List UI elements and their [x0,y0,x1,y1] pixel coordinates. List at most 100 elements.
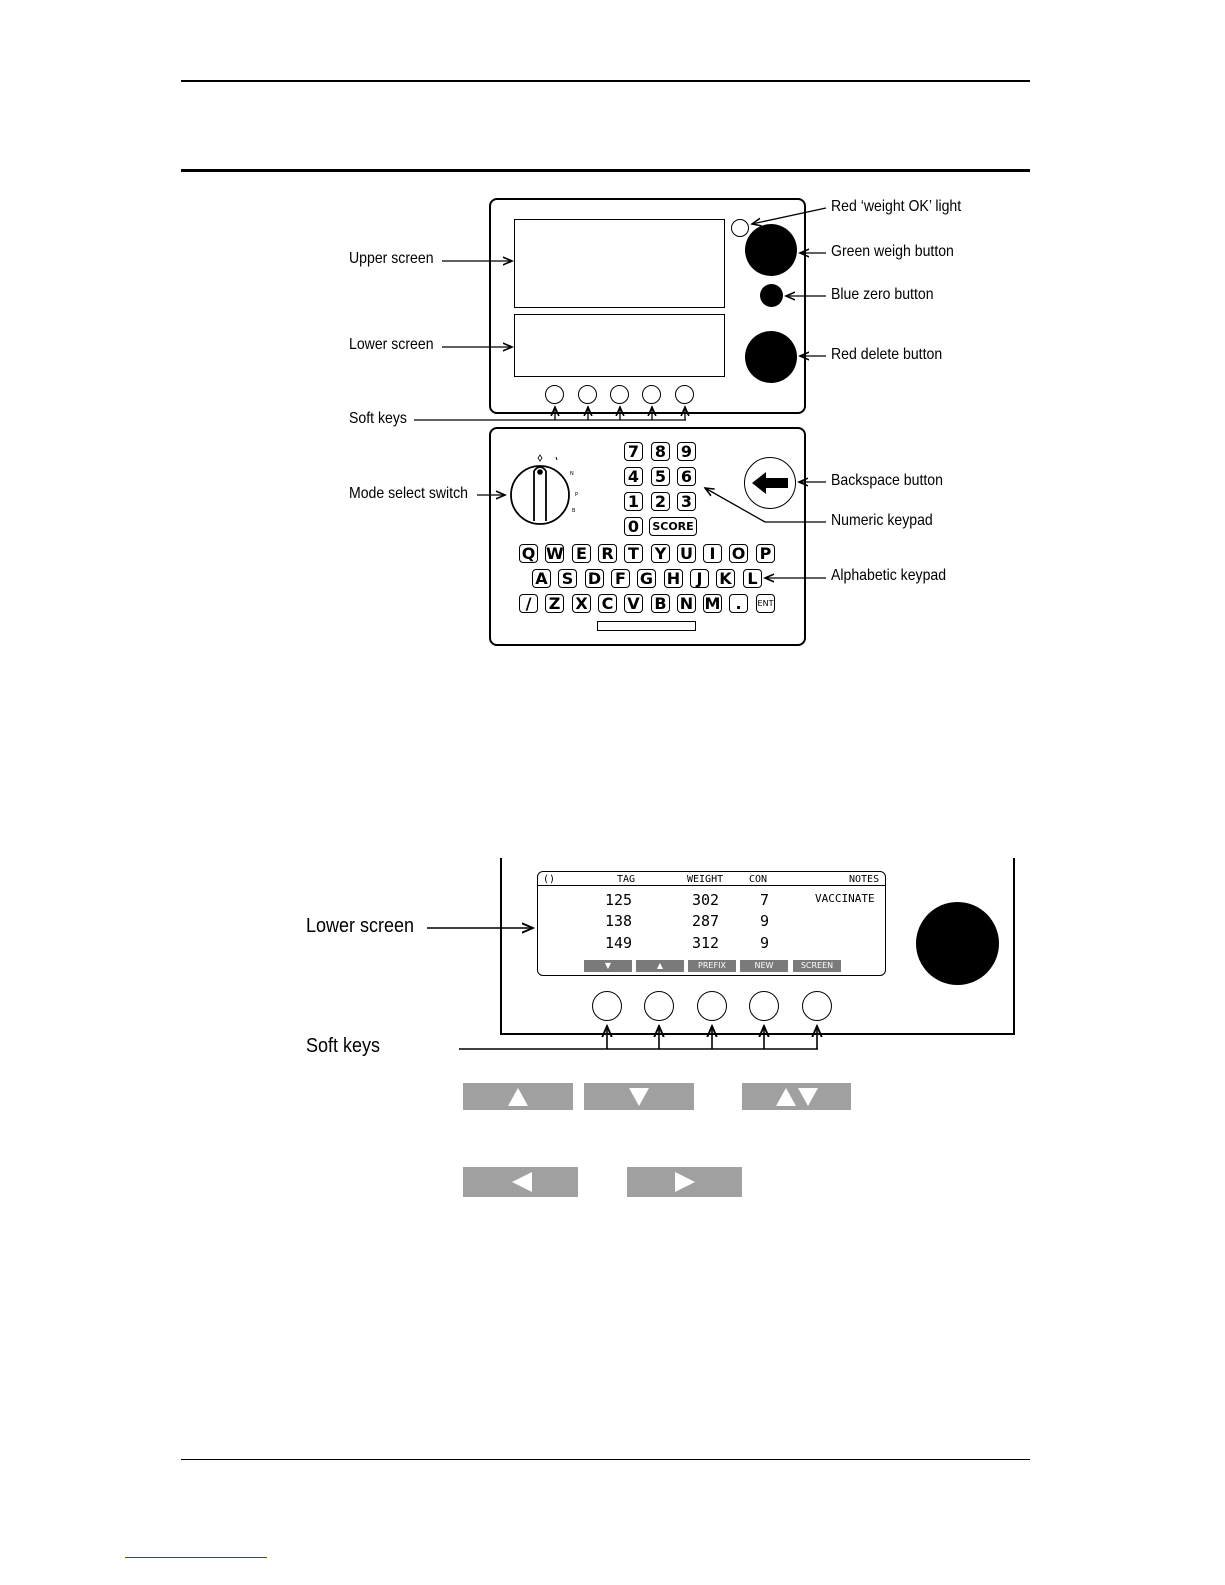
soft-key-1[interactable] [545,385,564,404]
mode-select-switch[interactable]: N P B [500,445,590,535]
space-bar[interactable] [597,621,696,631]
key-w[interactable]: W [545,544,564,563]
key-q[interactable]: Q [519,544,538,563]
key-3[interactable]: 3 [677,492,696,511]
key-7[interactable]: 7 [624,442,643,461]
key-period[interactable]: . [729,594,748,613]
key-s[interactable]: S [558,569,577,588]
lower-screen [514,314,725,377]
red-delete-button[interactable] [745,331,797,383]
key-o[interactable]: O [729,544,748,563]
up-soft-key-legend [463,1083,573,1110]
callout-soft-keys: Soft keys [349,410,407,427]
key-h[interactable]: H [664,569,683,588]
down-soft-key-legend [584,1083,694,1110]
key-0[interactable]: 0 [624,517,643,536]
callout-alphabetic-keypad: Alphabetic keypad [831,567,947,584]
soft-key-2[interactable] [644,991,674,1021]
key-r[interactable]: R [598,544,617,563]
callout-lower-screen-2: Lower screen [306,915,415,937]
key-l[interactable]: L [743,569,762,588]
up-down-arrow-icon [776,1088,818,1106]
footer-link-underline [125,1557,267,1558]
key-z[interactable]: Z [545,594,564,613]
key-slash[interactable]: / [519,594,538,613]
key-c[interactable]: C [598,594,617,613]
key-j[interactable]: J [690,569,709,588]
left-soft-key-legend [463,1167,578,1197]
right-soft-key-legend [627,1167,742,1197]
indicator-frame-right [1013,858,1015,1035]
callout-red-delete-button: Red delete button [831,346,943,363]
up-down-soft-key-legend [742,1083,851,1110]
soft-key-5[interactable] [675,385,694,404]
lcd-header-weight: WEIGHT [687,874,724,885]
key-i[interactable]: I [703,544,722,563]
callout-numeric-keypad: Numeric keypad [831,512,933,529]
lcd-weight: 302 [692,891,720,909]
key-x[interactable]: X [572,594,591,613]
red-delete-button[interactable] [916,902,999,985]
callout-lower-screen: Lower screen [349,336,434,353]
key-e[interactable]: E [572,544,591,563]
upper-screen [514,219,725,308]
key-y[interactable]: Y [651,544,670,563]
key-k[interactable]: K [716,569,735,588]
key-1[interactable]: 1 [624,492,643,511]
key-a[interactable]: A [532,569,551,588]
key-v[interactable]: V [624,594,643,613]
blue-zero-button[interactable] [760,284,783,307]
callout-blue-zero-button: Blue zero button [831,286,934,303]
svg-text:B: B [572,508,576,514]
key-f[interactable]: F [611,569,630,588]
header-rule-top [181,80,1030,82]
lcd-soft-label-up: ▲ [636,960,684,972]
key-m[interactable]: M [703,594,722,613]
lcd-notes: VACCINATE [815,892,875,905]
lcd-header-notes: NOTES [849,874,880,885]
indicator-frame-bottom [500,1033,1015,1035]
lcd-con: 7 [760,891,770,909]
down-arrow-icon [629,1088,649,1106]
soft-key-3[interactable] [610,385,629,404]
green-weigh-button[interactable] [745,224,797,276]
soft-key-2[interactable] [578,385,597,404]
soft-key-4[interactable] [749,991,779,1021]
key-d[interactable]: D [585,569,604,588]
key-b[interactable]: B [651,594,670,613]
callout-green-weigh-button: Green weigh button [831,243,954,260]
score-key[interactable]: SCORE [649,517,697,536]
key-u[interactable]: U [677,544,696,563]
ent-key[interactable]: ENT [756,594,775,613]
soft-key-4[interactable] [642,385,661,404]
backspace-button[interactable] [744,457,796,509]
soft-key-5[interactable] [802,991,832,1021]
key-p[interactable]: P [756,544,775,563]
lcd-tag: 149 [605,934,633,952]
lcd-con: 9 [760,934,770,952]
svg-text:N: N [570,471,574,477]
lcd-header-divider [538,885,885,886]
key-8[interactable]: 8 [651,442,670,461]
lcd-header-con: CON [749,874,768,885]
soft-key-3[interactable] [697,991,727,1021]
key-n[interactable]: N [677,594,696,613]
callout-upper-screen: Upper screen [349,250,434,267]
key-g[interactable]: G [637,569,656,588]
key-2[interactable]: 2 [651,492,670,511]
right-arrow-icon [675,1172,695,1192]
callout-weight-ok-light: Red ‘weight OK’ light [831,198,962,215]
key-t[interactable]: T [624,544,643,563]
left-arrow-icon [512,1172,532,1192]
key-4[interactable]: 4 [624,467,643,486]
indicator-frame-left [500,858,502,1035]
diagram2-leader-lines [427,0,1225,1050]
weight-ok-light [731,219,749,237]
key-9[interactable]: 9 [677,442,696,461]
up-arrow-icon [508,1088,528,1106]
key-6[interactable]: 6 [677,467,696,486]
key-5[interactable]: 5 [651,467,670,486]
soft-key-1[interactable] [592,991,622,1021]
lcd-screen [537,871,886,976]
lcd-weight: 312 [692,934,720,952]
